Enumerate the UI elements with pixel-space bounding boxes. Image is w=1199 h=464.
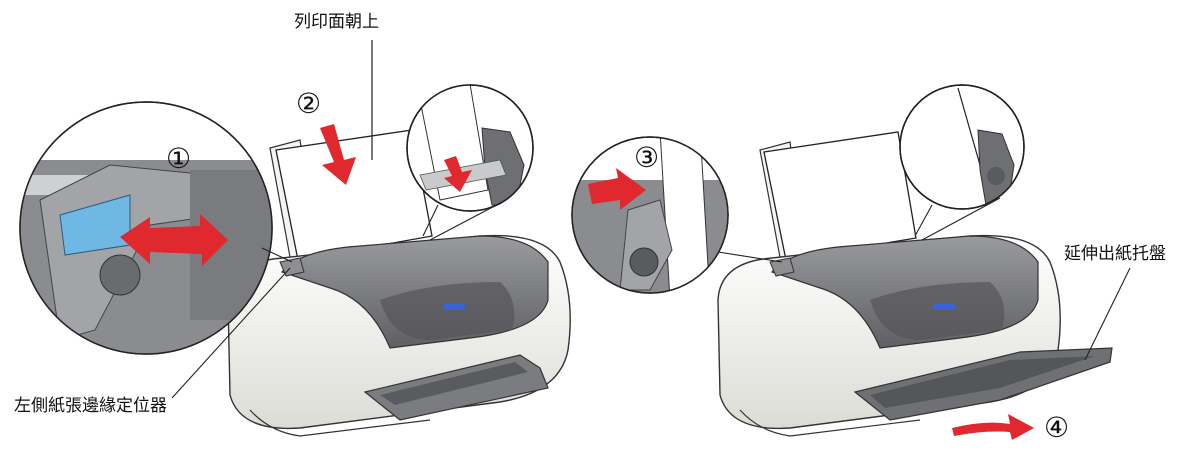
label-left-edge-guide: 左側紙張邊緣定位器 <box>14 398 167 415</box>
paper-sheet-right <box>764 132 916 260</box>
magnifier-paper-edge-right <box>900 85 1024 240</box>
step-3-marker: ③ <box>634 144 659 172</box>
label-output-tray-extension: 延伸出紙托盤 <box>1064 246 1166 263</box>
step-1-marker: ① <box>166 145 191 173</box>
pull-tray-arrow <box>952 414 1034 440</box>
indicator-light <box>443 304 465 310</box>
step-2-marker: ② <box>296 90 321 118</box>
label-printable-side-up: 列印面朝上 <box>294 14 379 31</box>
step-4-marker: ④ <box>1044 414 1069 442</box>
leader-output-tray <box>1085 268 1130 360</box>
indicator-light-right <box>933 304 955 310</box>
